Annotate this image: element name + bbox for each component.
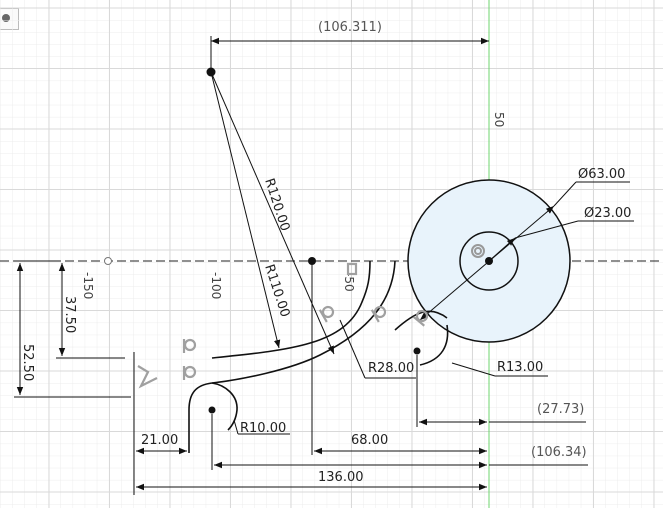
dim-dia63[interactable]: Ø63.00: [578, 167, 625, 182]
left-vertical-dims: [14, 260, 135, 400]
sketch-point[interactable]: [308, 257, 316, 265]
dim-21[interactable]: 21.00: [141, 433, 178, 448]
dim-r10[interactable]: R10.00: [240, 421, 286, 436]
r13-center-point[interactable]: [413, 347, 421, 355]
dim-3750[interactable]: 37.50: [62, 296, 77, 333]
top-width-dimension: [210, 36, 489, 70]
dim-2773[interactable]: (27.73): [537, 402, 584, 417]
radius-leaders: [233, 319, 548, 435]
tangent-constraint-icons: [182, 262, 429, 380]
radius-lines: [210, 71, 335, 355]
axis-label-m100: -100: [209, 272, 223, 299]
dim-68[interactable]: 68.00: [351, 433, 388, 448]
r10-center-point[interactable]: [208, 406, 216, 414]
dim-r13[interactable]: R13.00: [497, 360, 543, 375]
dim-5250[interactable]: 52.50: [20, 344, 35, 381]
diameter-leaders: [419, 181, 634, 321]
dim-dia23[interactable]: Ø23.00: [584, 206, 631, 221]
dim-10634[interactable]: (106.34): [531, 445, 587, 460]
sketch-point-open[interactable]: [104, 257, 112, 265]
axis-label-m150: -150: [81, 272, 95, 299]
bottom-horizontal-dims: [133, 265, 588, 495]
arc-center-point[interactable]: [206, 67, 216, 77]
axis-label-50: 50: [492, 112, 506, 127]
dim-136[interactable]: 136.00: [318, 470, 364, 485]
perpendicular-constraint-icon: [137, 365, 158, 389]
slot-profile[interactable]: [188, 260, 449, 453]
axis-label-m50: -50: [342, 272, 356, 292]
dim-r28[interactable]: R28.00: [368, 361, 414, 376]
dim-top-width[interactable]: (106.311): [318, 20, 382, 35]
